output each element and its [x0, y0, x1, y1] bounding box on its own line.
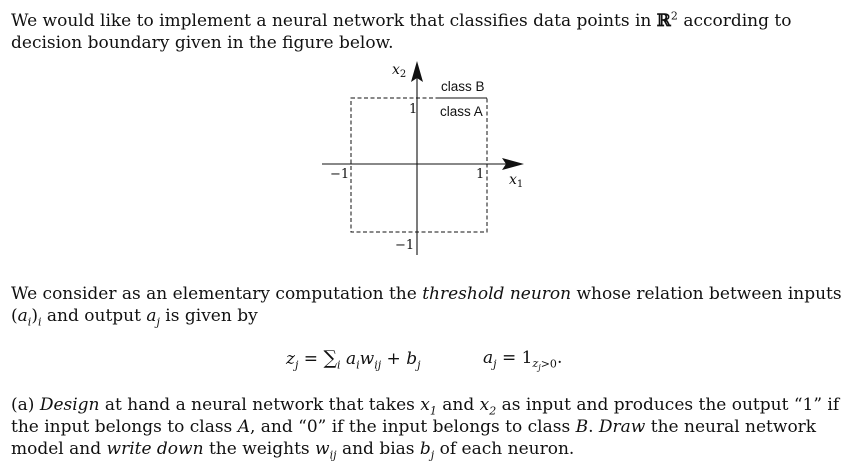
threshold-text-end: and output: [41, 306, 147, 326]
x-axis-label: x1: [509, 172, 523, 190]
question-text-6: the neural network model and: [11, 417, 817, 459]
threshold-text-middle: whose relation between inputs (: [11, 284, 842, 326]
weight-symbol: wij: [315, 439, 337, 462]
design-word: Design: [39, 395, 100, 415]
question-a: (a) Design at hand a neural network that…: [11, 394, 851, 460]
activation-equation: aj = 1zj>0.: [483, 348, 563, 373]
question-text-4: , and “0” if the input belongs to class: [249, 417, 576, 437]
question-text-7: the weights: [203, 439, 316, 459]
threshold-neuron-term: threshold neuron: [422, 284, 572, 304]
intro-text-end: according to decision boundary given in …: [11, 11, 792, 53]
intro-paragraph: We would like to implement a neural netw…: [11, 10, 851, 54]
tick-x-neg: −1: [330, 167, 349, 182]
class-a-symbol: A: [237, 417, 250, 437]
threshold-paragraph: We consider as an elementary computation…: [11, 283, 851, 327]
question-text-3: as input and produces the output “1” if …: [11, 395, 840, 437]
question-text-8: and bias: [336, 439, 420, 459]
tick-x-pos: 1: [476, 167, 484, 182]
threshold-text: We consider as an elementary computation…: [11, 284, 423, 304]
x-axis-arrowhead: [502, 158, 524, 170]
class-a-label: class A: [440, 104, 483, 119]
intro-text: We would like to implement a neural netw…: [11, 11, 657, 31]
x2-symbol: x2: [479, 395, 497, 418]
question-label: (a): [11, 395, 40, 415]
y-axis-arrowhead: [411, 61, 423, 82]
x1-symbol: x1: [420, 395, 437, 418]
question-text-5: .: [588, 417, 599, 437]
real-numbers-symbol: ℝ: [656, 11, 671, 31]
question-text-9: of each neuron.: [434, 439, 575, 459]
input-symbol: ai: [17, 306, 32, 329]
question-text-2: and: [436, 395, 480, 415]
input-index: i: [37, 315, 42, 329]
threshold-text-tail: is given by: [159, 306, 258, 326]
draw-word: Draw: [598, 417, 646, 437]
output-symbol: aj: [146, 306, 160, 329]
close-paren: ): [31, 306, 38, 326]
class-b-label: class B: [441, 79, 485, 94]
dimension-exponent: 2: [670, 9, 678, 23]
question-text-1: at hand a neural network that takes: [99, 395, 421, 415]
bias-symbol: bj: [419, 439, 435, 462]
decision-boundary-figure: x2 x1 1 −1 1 −1 class B class A: [322, 61, 524, 255]
outer-dashed-boundary: [350, 97, 488, 233]
y-axis-label: x2: [392, 62, 406, 80]
tick-y-pos: 1: [409, 102, 417, 117]
tick-y-neg: −1: [395, 238, 414, 253]
write-down-word: write down: [106, 439, 204, 459]
weighted-sum-equation: zj = ∑i aiwij + bj: [286, 347, 421, 372]
class-b-symbol: B: [575, 417, 589, 437]
